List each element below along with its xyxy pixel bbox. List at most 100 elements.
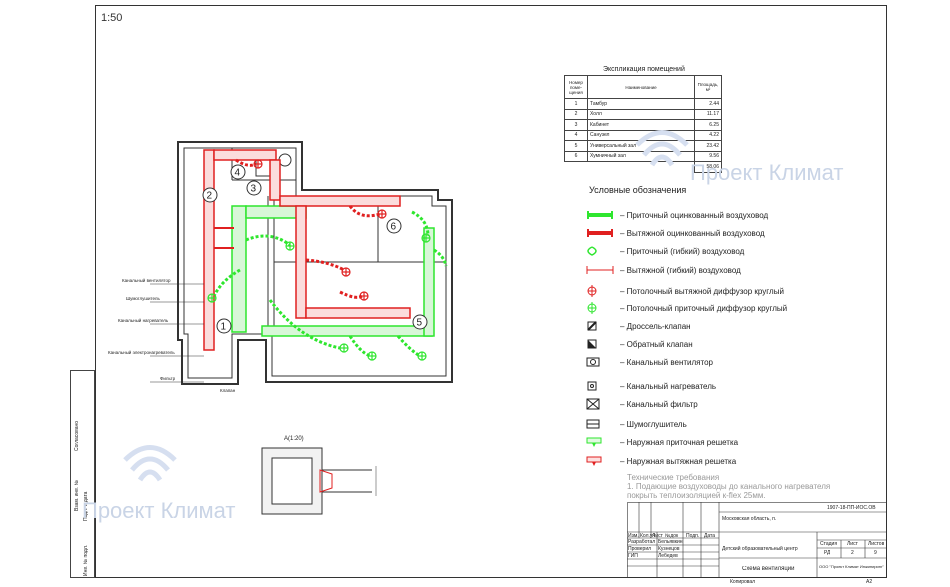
check-valve-icon bbox=[586, 338, 614, 350]
legend-label: – Канальный нагреватель bbox=[620, 381, 717, 391]
legend-label: – Канальный вентилятор bbox=[620, 357, 713, 367]
legend-label: – Вытяжной (гибкий) воздуховод bbox=[620, 265, 741, 275]
supply-flex-icon bbox=[586, 245, 614, 257]
room-marker: 6 bbox=[386, 218, 402, 234]
table-cell: 6.25 bbox=[694, 119, 722, 131]
table-header-cell: Площадь, м² bbox=[694, 75, 722, 99]
watermark-logo-icon bbox=[635, 130, 689, 167]
stamp-col-header: Подп. bbox=[686, 533, 700, 539]
drawing-code: 1907-18-ПП-ИОС.ОВ bbox=[827, 505, 876, 511]
table-cell: 4 bbox=[564, 129, 588, 141]
room-number: 5 bbox=[417, 318, 423, 329]
legend-item: – Канальный вентилятор bbox=[586, 356, 713, 368]
table-cell: 3 bbox=[564, 119, 588, 131]
stamp-role: Разработал bbox=[628, 539, 656, 545]
legend-label: – Вытяжной оцинкованный воздуховод bbox=[620, 228, 765, 238]
legend-item: – Шумоглушитель bbox=[586, 418, 687, 430]
project-location: Московская область, п. bbox=[722, 516, 777, 522]
legend-item: – Приточный оцинкованный воздуховод bbox=[586, 209, 768, 221]
legend-label: – Приточный оцинкованный воздуховод bbox=[620, 210, 769, 220]
supply-diffuser bbox=[421, 233, 431, 243]
project-object: Детский образовательный центр bbox=[722, 546, 798, 552]
exhaust-diffuser bbox=[377, 209, 387, 219]
equipment-label: Клапан bbox=[220, 388, 236, 393]
company-name: ООО "Проект Климат Инжиниринг" bbox=[819, 564, 884, 569]
stamp-col-header: Изм. bbox=[628, 533, 639, 539]
section-label: А(1:20) bbox=[284, 436, 304, 442]
stage-value: РД bbox=[824, 550, 831, 556]
legend-item: – Канальный фильтр bbox=[586, 398, 698, 410]
legend-item: – Приточный (гибкий) воздуховод bbox=[586, 245, 744, 257]
exhaust-diffuser bbox=[341, 267, 351, 277]
watermark-text: Проект Климат bbox=[82, 498, 236, 523]
filter-icon bbox=[586, 398, 614, 410]
room-number: 4 bbox=[235, 168, 241, 179]
rooms-table: Номер поме-щения Наименование Площадь, м… bbox=[564, 75, 722, 173]
sheets-header: Листов bbox=[868, 541, 885, 547]
stamp-role: Проверил bbox=[628, 546, 652, 552]
format-label: А2 bbox=[866, 579, 873, 585]
sheet-header: Лист bbox=[847, 541, 858, 547]
table-cell: 2 bbox=[564, 108, 588, 120]
damper-icon bbox=[586, 320, 614, 332]
fan-icon bbox=[586, 356, 614, 368]
equipment-label: Фильтр bbox=[160, 376, 176, 381]
stamp-person: Лебедев bbox=[658, 553, 678, 559]
room-marker: 4 bbox=[230, 164, 246, 180]
diffusers bbox=[207, 159, 431, 361]
table-header-cell: Номер поме-щения bbox=[564, 75, 588, 99]
legend-label: – Канальный фильтр bbox=[620, 399, 698, 409]
room-marker: 2 bbox=[202, 187, 218, 203]
watermark-text: Проект Климат bbox=[690, 160, 844, 185]
exhaust-duct-icon bbox=[586, 227, 614, 239]
table-cell: Тамбур bbox=[587, 98, 695, 110]
section-detail bbox=[261, 447, 377, 515]
room-number: 2 bbox=[207, 191, 213, 202]
legend-label: – Дроссель-клапан bbox=[620, 321, 691, 331]
equipment-label: Шумоглушитель bbox=[126, 296, 160, 301]
legend-item: – Канальный нагреватель bbox=[586, 380, 716, 392]
supply-diffuser-icon bbox=[586, 302, 614, 314]
legend-label: – Приточный (гибкий) воздуховод bbox=[620, 246, 745, 256]
legend-label: – Шумоглушитель bbox=[620, 419, 687, 429]
rooms-table-title: Экспликация помещений bbox=[603, 66, 685, 73]
legend-item: – Наружная приточная решетка bbox=[586, 436, 738, 448]
equipment-leaders bbox=[150, 283, 204, 383]
table-cell: 4.22 bbox=[694, 129, 722, 141]
table-cell: 2.44 bbox=[694, 98, 722, 110]
legend-item: – Наружная вытяжная решетка bbox=[586, 455, 736, 467]
heater-icon bbox=[586, 380, 614, 392]
stamp-person: Бельявкин bbox=[658, 539, 683, 545]
legend-item: – Потолочный приточный диффузор круглый bbox=[586, 302, 787, 314]
table-cell: 1 bbox=[564, 98, 588, 110]
supply-diffuser bbox=[417, 351, 427, 361]
exhaust-grille-icon bbox=[586, 455, 614, 467]
table-header-cell: Наименование bbox=[587, 75, 695, 99]
sheet-value: 2 bbox=[851, 550, 854, 556]
legend-item: – Вытяжной оцинкованный воздуховод bbox=[586, 227, 765, 239]
legend-label: – Обратный клапан bbox=[620, 339, 693, 349]
stamp-col-header: Дата bbox=[704, 533, 716, 539]
stamp-col-header: Кол.уч bbox=[640, 533, 655, 539]
stamp-col-header: Лист bbox=[652, 533, 663, 539]
legend-item: – Обратный клапан bbox=[586, 338, 693, 350]
silencer-icon bbox=[586, 418, 614, 430]
supply-duct-network bbox=[212, 205, 448, 358]
stage-header: Стадия bbox=[820, 541, 838, 547]
table-cell: 6 bbox=[564, 150, 588, 162]
equipment-label: Канальный вентилятор bbox=[122, 277, 171, 283]
room-number: 1 bbox=[221, 322, 227, 333]
legend-item: – Потолочный вытяжной диффузор круглый bbox=[586, 285, 784, 297]
exhaust-flex-icon bbox=[586, 264, 614, 276]
tech-requirements: Технические требования 1. Подающие возду… bbox=[627, 473, 857, 500]
legend-title: Условные обозначения bbox=[589, 185, 687, 195]
legend-label: – Потолочный вытяжной диффузор круглый bbox=[620, 286, 784, 296]
room-markers: 1 2 3 4 5 6 bbox=[202, 164, 428, 334]
title-block: 1907-18-ПП-ИОС.ОВ Московская область, п.… bbox=[627, 502, 887, 578]
room-marker: 3 bbox=[246, 180, 262, 196]
supply-diffuser bbox=[367, 351, 377, 361]
supply-diffuser bbox=[285, 241, 295, 251]
supply-duct-icon bbox=[586, 209, 614, 221]
